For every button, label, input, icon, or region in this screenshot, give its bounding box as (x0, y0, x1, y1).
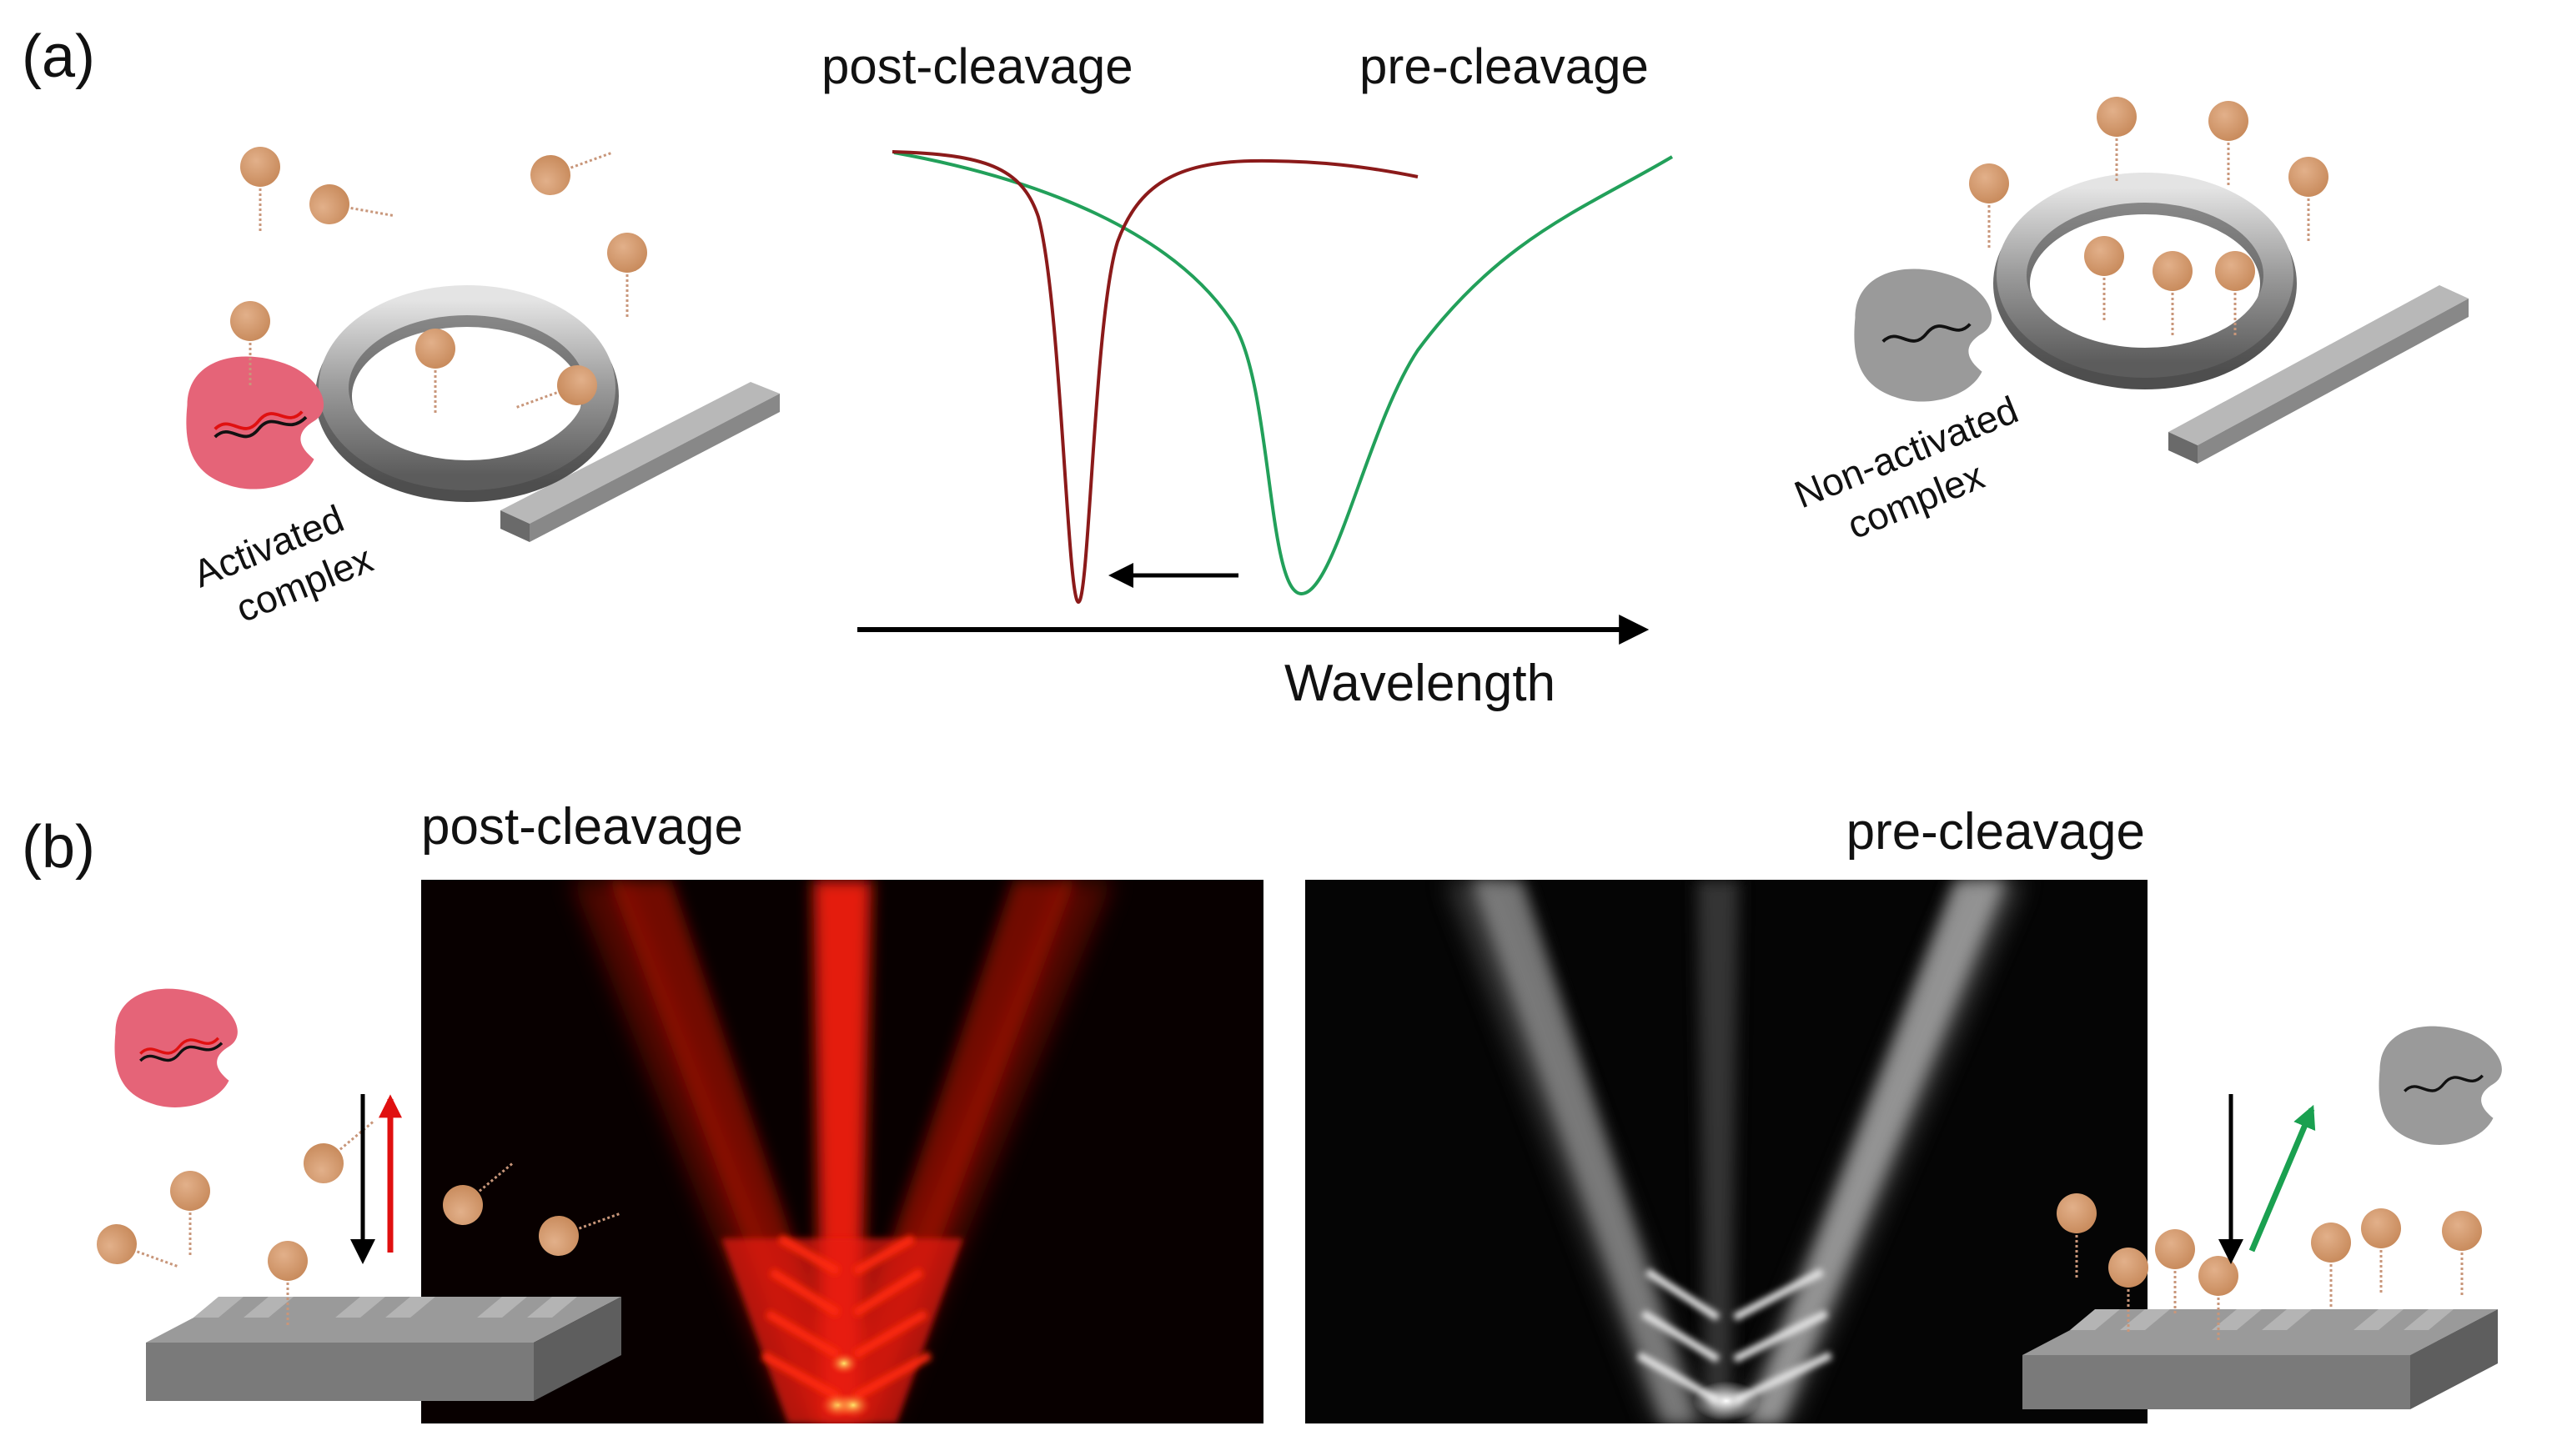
right-enzyme (2377, 1024, 2504, 1147)
pre-cleavage-field-image (1305, 880, 2148, 1423)
pre-cleavage-curve (893, 151, 1674, 596)
right-grating-sensor (2022, 1309, 2498, 1409)
inactive-enzyme-a (1852, 267, 1994, 404)
left-grating-sensor (146, 1297, 621, 1401)
pre-cleavage-image-label: pre-cleavage (1846, 803, 2145, 861)
post-cleavage-curve (892, 150, 1419, 605)
nonactivated-ring-illustration (1993, 173, 2469, 464)
right-green-arrow (2248, 1104, 2316, 1253)
spectrum-pre-label: pre-cleavage (1359, 38, 1649, 94)
post-cleavage-image-label: post-cleavage (421, 798, 743, 856)
activated-enzyme (184, 354, 326, 491)
activated-ring-illustration (315, 285, 780, 542)
post-interference-fringes (761, 1234, 932, 1401)
panel-a-label: (a) (22, 23, 95, 90)
wavelength-axis-label: Wavelength (1284, 655, 1555, 712)
left-enzyme (113, 987, 239, 1109)
spectrum-post-label: post-cleavage (821, 38, 1133, 94)
panel-b-label: (b) (22, 814, 95, 881)
